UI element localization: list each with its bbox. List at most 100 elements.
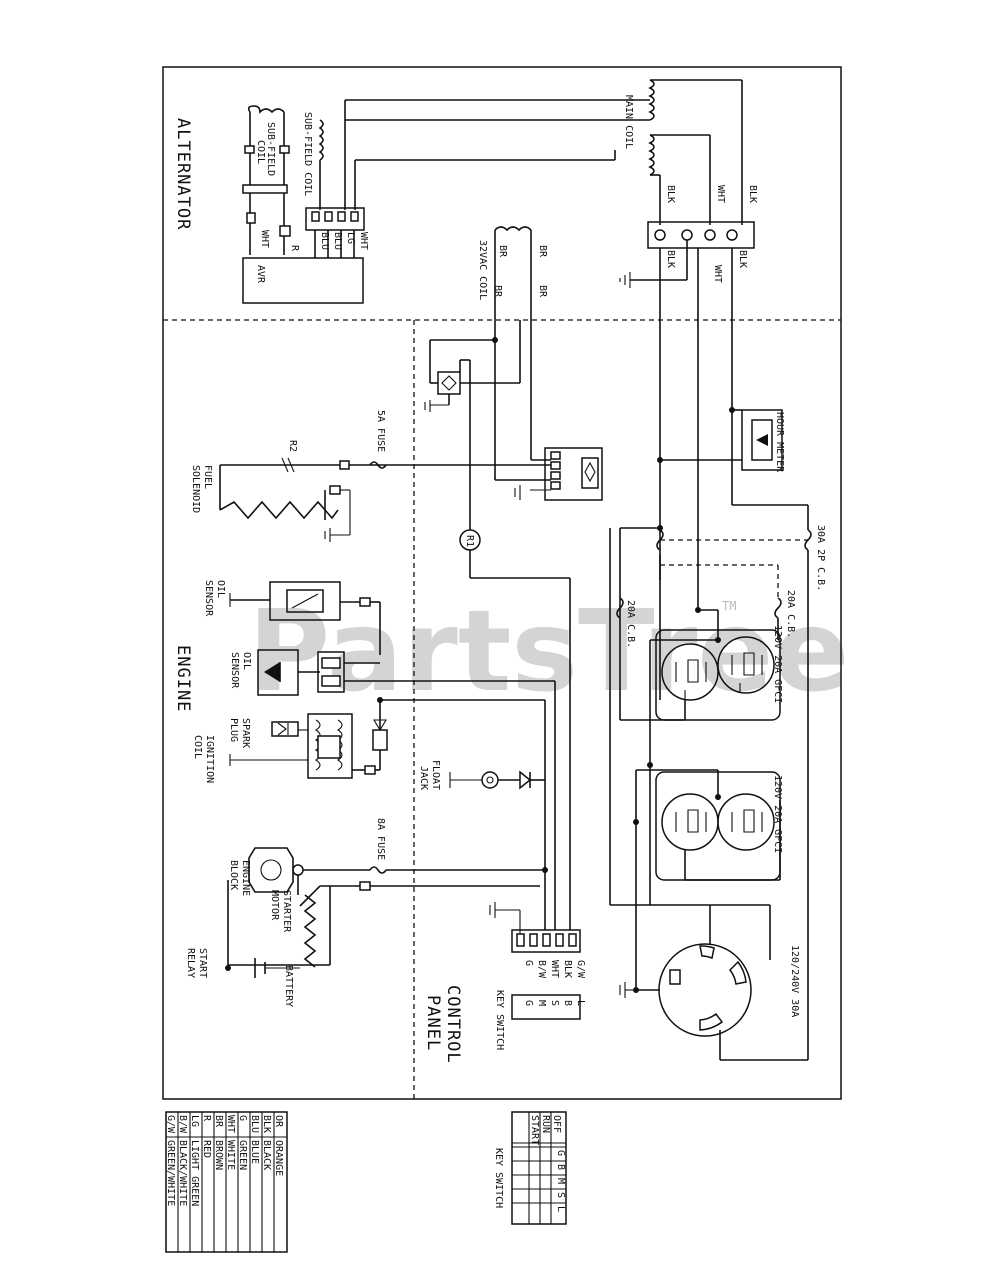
legend-name: BLUE: [249, 1140, 260, 1164]
start-relay-label-a: START: [197, 948, 208, 978]
ks-table-row-label: OFF: [551, 1115, 562, 1133]
wire-wht-3: WHT: [358, 232, 369, 250]
gfci-1-label: 120V 20A GFCI: [772, 625, 783, 703]
ks-table-header: B: [555, 1164, 566, 1170]
main-coil-label: MAIN COIL: [623, 95, 634, 149]
legend-code: BR: [213, 1115, 224, 1128]
ks-table-header: L: [555, 1206, 566, 1212]
wire-lg: LG: [345, 232, 356, 244]
legend-name: LIGHT GREEN: [189, 1140, 200, 1206]
vac-coil-winding: [494, 226, 532, 232]
vac-coil-label: 32VAC COIL: [477, 240, 488, 300]
float-jack-label-b: JACK: [418, 766, 429, 790]
wire-blk-2: BLK: [747, 185, 758, 203]
float-jack: [481, 771, 499, 789]
twist-lock-receptacle: [658, 943, 752, 1037]
wire-blu-2: BLU: [332, 232, 343, 250]
wire-blk-1: BLK: [665, 185, 676, 203]
sub-field-coil2-winding: [318, 119, 324, 161]
wire-blk-4: BLK: [737, 250, 748, 268]
ks-table-row-label: START: [529, 1115, 540, 1145]
avr-connector: [305, 207, 365, 231]
ks-term-s: S: [549, 1000, 560, 1006]
r1-label: R1: [464, 535, 475, 547]
main-terminal-block: [647, 221, 755, 249]
wire-blk-3: BLK: [665, 250, 676, 268]
legend-code: G/W: [165, 1115, 176, 1134]
gfci-receptacle-1: [655, 629, 781, 721]
starter-motor-label-a: STARTER: [281, 890, 292, 933]
legend-name: GREEN/WHITE: [165, 1140, 176, 1206]
fuel-solenoid: [219, 500, 339, 520]
legend-name: WHITE: [225, 1140, 236, 1170]
fuse-8a-label: 8A FUSE: [375, 818, 386, 860]
legend-code: LG: [189, 1115, 200, 1127]
ks-term-m: M: [536, 1000, 547, 1006]
section-alternator: ALTERNATOR: [173, 118, 193, 230]
cb-20a-1: [616, 597, 624, 619]
legend-code: WHT: [225, 1115, 236, 1133]
sub-field-coil-label-a: SUB-FIELD: [265, 122, 276, 176]
spark-plug: [271, 721, 299, 737]
hour-meter-label: HOUR METER: [774, 412, 785, 473]
gfci-2-label: 120V 20A GFCI: [772, 775, 783, 853]
control-board: [544, 447, 603, 501]
oil-sensor-1: [269, 581, 341, 621]
legend-name: BROWN: [213, 1140, 224, 1170]
legend-name: RED: [201, 1140, 212, 1158]
legend-code: BLK: [261, 1115, 272, 1133]
sub-field-coil2-label: SUB-FIELD COIL: [302, 112, 313, 196]
watermark: PartsTree: [248, 587, 849, 717]
avr-label: AVR: [255, 265, 266, 284]
ks-wire-blk: BLK: [562, 960, 573, 978]
fuel-solenoid-label-a: FUEL: [202, 465, 213, 489]
main-coil-upper: [648, 79, 655, 121]
legend-name: BLACK/WHITE: [177, 1140, 188, 1206]
key-switch-label: KEY SWITCH: [494, 990, 505, 1050]
wire-br-1: BR: [497, 245, 508, 258]
key-switch-table-title: KEY SWITCH: [493, 1148, 504, 1208]
wire-wht-2: WHT: [712, 265, 723, 283]
wire-wht-avr: WHT: [259, 230, 270, 248]
oil-sensor-1-label-b: SENSOR: [203, 580, 214, 617]
cb-20a-2-label: 20A C.B.: [785, 590, 796, 638]
ks-table-header: M: [555, 1178, 566, 1184]
spark-plug-label-a: SPARK: [240, 718, 251, 748]
ks-table-header: S: [555, 1192, 566, 1198]
wire-br-3: BR: [492, 285, 503, 298]
fuse-8a: [369, 866, 387, 874]
diagram-frame: [162, 66, 842, 1100]
oil-sensor-2-label-b: SENSOR: [229, 652, 240, 689]
ks-wire-bw: B/W: [536, 960, 547, 979]
ignition-coil-label-a: IGNITION: [204, 735, 215, 783]
legend-code: R: [201, 1115, 212, 1122]
ks-table-row-label: RUN: [540, 1115, 551, 1133]
key-switch-connector: [511, 929, 581, 953]
engine-block-label-a: ENGINE: [240, 860, 251, 896]
section-engine: ENGINE: [173, 645, 193, 712]
avr-box: [242, 257, 364, 304]
wire-wht-1: WHT: [715, 185, 726, 203]
legend-code: BLU: [249, 1115, 260, 1133]
engine-block-label-b: BLOCK: [228, 860, 239, 890]
cb-20a-2: [774, 597, 782, 619]
wire-blu-1: BLU: [319, 232, 330, 250]
hour-meter: [741, 409, 783, 471]
ks-term-l: L: [575, 1000, 586, 1006]
wire-br-2: BR: [537, 245, 548, 258]
color-legend-table: ORORANGEBLKBLACKBLUBLUEGGREENWHTWHITEBRB…: [165, 1111, 288, 1253]
fuse-5a: [369, 461, 387, 469]
wire-r-avr: R: [289, 245, 300, 252]
twist-lock-label: 120/240V 30A: [789, 945, 800, 1017]
ks-term-b: B: [562, 1000, 573, 1006]
sub-field-coil-label-b: COIL: [255, 140, 266, 164]
ks-table-header: G: [555, 1150, 566, 1156]
ks-wire-gw: G/W: [575, 960, 586, 979]
key-switch-body: [511, 994, 581, 1020]
start-relay-label-b: RELAY: [185, 948, 196, 978]
sub-field-connector: [242, 184, 288, 194]
cb-30a-label: 30A 2P C.B.: [815, 525, 826, 591]
ignition-coil-label-b: COIL: [192, 735, 203, 759]
